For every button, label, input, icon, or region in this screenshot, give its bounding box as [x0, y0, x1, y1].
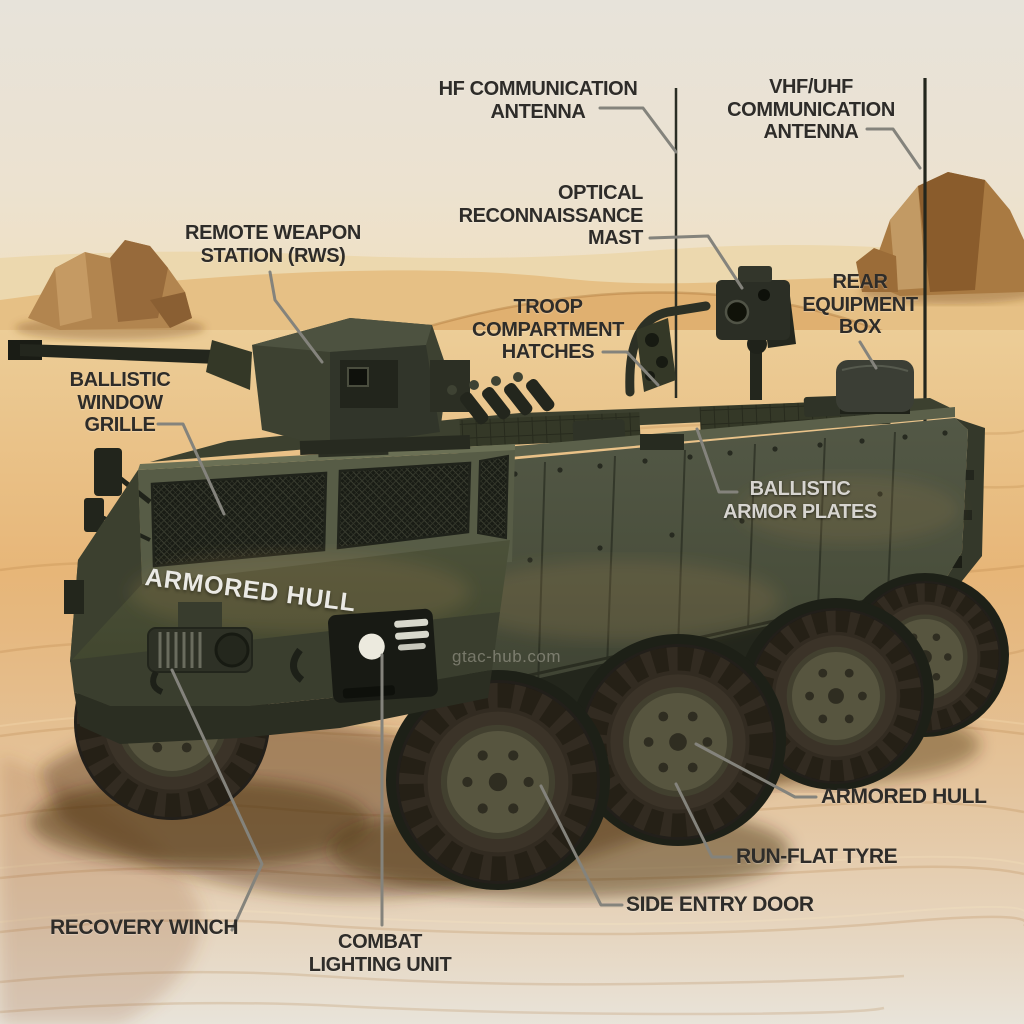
label-ballistic-armor: BALLISTIC ARMOR PLATES — [723, 478, 877, 523]
label-recovery-winch: RECOVERY WINCH — [50, 916, 239, 939]
leader-vhf-antenna — [865, 127, 922, 170]
tow-hook — [290, 647, 305, 683]
label-rws: REMOTE WEAPON STATION (RWS) — [185, 222, 361, 267]
label-hf-antenna: HF COMMUNICATION ANTENNA — [438, 78, 638, 123]
leader-troop-hatches — [601, 350, 660, 387]
label-vhf-antenna: VHF/UHF COMMUNICATION ANTENNA — [727, 76, 895, 144]
leader-rear-box — [858, 340, 878, 370]
recovery-winch — [147, 602, 253, 695]
side-mirror — [94, 448, 122, 496]
label-rear-box: REAR EQUIPMENT BOX — [802, 271, 918, 339]
leader-ballistic-armor — [695, 427, 739, 494]
left-rock-formation — [15, 240, 205, 340]
label-ballistic-window: BALLISTIC WINDOW GRILLE — [69, 369, 171, 437]
leader-lines — [156, 106, 922, 932]
leader-recovery-winch — [170, 668, 264, 932]
leader-rws — [268, 270, 324, 364]
right-rock-formation — [856, 172, 1024, 304]
watermark-text: gtac-hub.com — [452, 647, 561, 666]
leader-side-entry-door — [539, 784, 624, 907]
side-wheels — [386, 573, 1009, 890]
label-combat-lighting: COMBAT LIGHTING UNIT — [308, 931, 452, 976]
optical-mast — [716, 266, 796, 400]
label-troop-hatches: TROOP COMPARTMENT HATCHES — [472, 296, 624, 364]
leader-optical-mast — [648, 234, 744, 290]
mesh-window-grille — [84, 444, 515, 584]
label-optical-mast: OPTICAL RECONNAISSANCE MAST — [458, 182, 644, 250]
leader-run-flat-tyre — [674, 782, 733, 859]
label-side-entry-door: SIDE ENTRY DOOR — [626, 893, 814, 916]
vehicle — [8, 78, 1009, 890]
leader-ballistic-window — [156, 422, 226, 516]
smoke-launchers — [447, 372, 555, 425]
label-run-flat-tyre: RUN-FLAT TYRE — [736, 845, 898, 868]
leader-armored-hull — [694, 742, 818, 799]
rws-turret — [8, 318, 471, 458]
gun-barrel — [20, 344, 218, 364]
label-armored-hull: ARMORED HULL — [821, 785, 987, 808]
leader-hf-antenna — [598, 106, 678, 154]
